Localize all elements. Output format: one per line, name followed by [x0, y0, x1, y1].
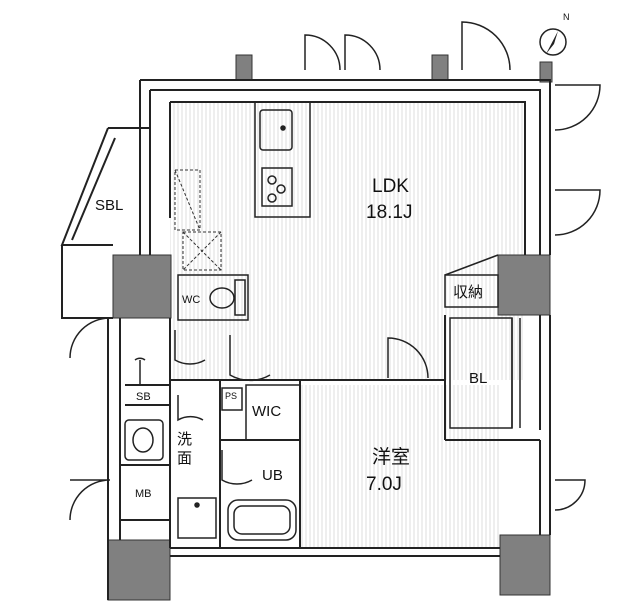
- wc-label: WC: [182, 294, 200, 306]
- storage-label: 収納: [453, 284, 483, 301]
- ldk-size: 18.1J: [366, 202, 412, 223]
- structural-walls: [107, 54, 553, 601]
- compass-icon: N: [539, 12, 570, 56]
- storage-closet: [444, 254, 499, 308]
- ldk-name: LDK: [372, 176, 409, 197]
- washroom-label-2: 面: [177, 450, 192, 467]
- washroom-fixtures: [124, 384, 301, 541]
- doors: [69, 21, 601, 521]
- sbl-label: SBL: [95, 197, 123, 214]
- kitchen-counter: [254, 101, 311, 218]
- appliance-space: [174, 169, 222, 271]
- walls: [107, 79, 551, 600]
- wc-room: [177, 274, 249, 321]
- washroom-label-1: 洗: [177, 431, 192, 448]
- mb-label: MB: [135, 488, 152, 500]
- ps-label: PS: [225, 391, 237, 401]
- ub-label: UB: [262, 467, 283, 484]
- bl-label: BL: [469, 370, 487, 387]
- sb-label: SB: [136, 391, 151, 403]
- western-room-name: 洋室: [372, 446, 410, 468]
- wic-label: WIC: [252, 403, 281, 420]
- compass-north-label: N: [563, 12, 570, 22]
- bl-closet: [449, 317, 521, 429]
- floor-hatching: [170, 102, 525, 548]
- western-room-size: 7.0J: [366, 474, 402, 495]
